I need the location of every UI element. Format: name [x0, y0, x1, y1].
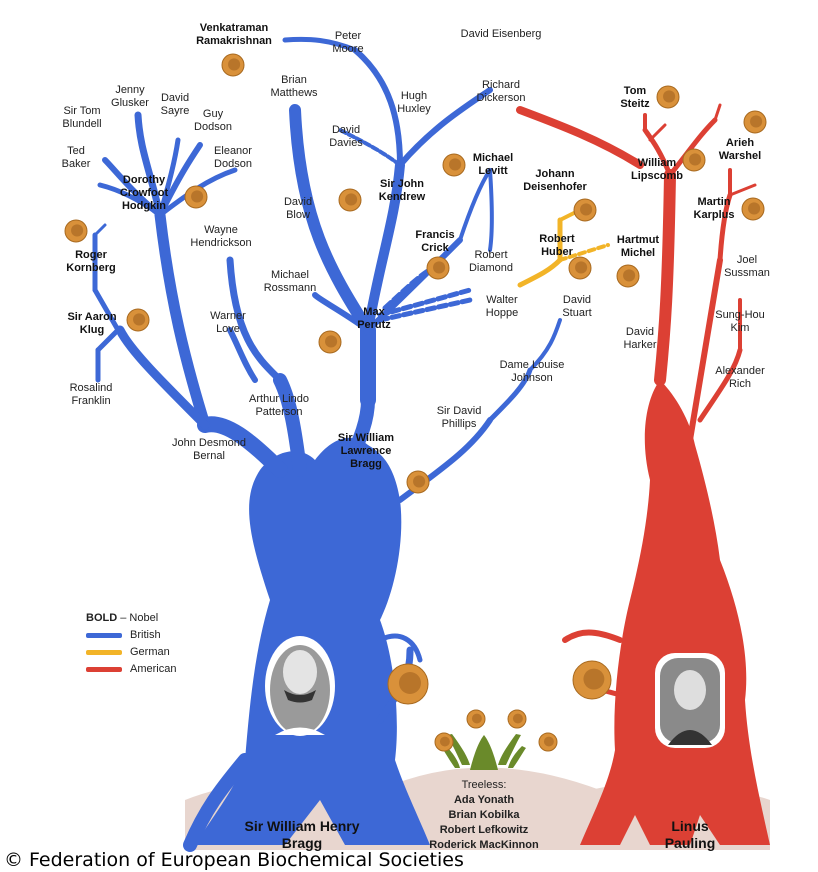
medal-icon — [656, 85, 680, 109]
medal-icon — [682, 148, 706, 172]
medal-icon — [741, 197, 765, 221]
person-stuart: David Stuart — [562, 294, 592, 319]
person-harker: David Harker — [623, 326, 657, 351]
medal-icon — [406, 470, 430, 494]
medal-icon — [538, 732, 558, 752]
legend-label-american: American — [130, 663, 177, 675]
treeless-list: Treeless: Ada Yonath Brian Kobilka Rober… — [429, 778, 538, 853]
person-crick: Francis Crick — [415, 229, 455, 254]
legend: BOLD – Nobel British German American — [86, 610, 176, 678]
person-warshel: Arieh Warshel — [718, 137, 762, 162]
legend-item-american: American — [86, 661, 176, 678]
person-kim: Sung-Hou Kim — [715, 309, 765, 334]
root-label-linus-pauling: Linus Pauling — [664, 818, 716, 851]
medal-icon — [572, 660, 612, 700]
medal-icon — [434, 732, 454, 752]
copyright-notice: © Federation of European Biochemical Soc… — [4, 849, 464, 871]
person-hodgkin: Dorothy Crowfoot Hodgkin — [119, 174, 169, 212]
person-matthews: Brian Matthews — [270, 74, 318, 99]
medal-icon — [568, 256, 592, 280]
legend-bold-note: BOLD – Nobel — [86, 610, 176, 627]
person-hoppe: Walter Hoppe — [485, 294, 519, 319]
portrait-wh-bragg — [265, 636, 335, 736]
person-diamond: Robert Diamond — [468, 249, 514, 274]
medal-icon — [426, 256, 450, 280]
legend-label-british: British — [130, 629, 161, 641]
person-dickerson: Richard Dickerson — [476, 79, 526, 104]
person-ramakrishnan: Venkatraman Ramakrishnan — [196, 22, 272, 47]
person-wl_bragg: Sir William Lawrence Bragg — [337, 432, 395, 470]
person-kornberg: Roger Kornberg — [66, 249, 116, 274]
person-johnson: Dame Louise Johnson — [499, 359, 565, 384]
person-lipscomb: William Lipscomb — [631, 157, 683, 182]
person-blow: David Blow — [283, 196, 313, 221]
legend-bold-desc: – Nobel — [117, 612, 159, 624]
person-franklin: Rosalind Franklin — [69, 382, 113, 407]
portrait-pauling — [655, 653, 725, 748]
medal-icon — [64, 219, 88, 243]
person-dodson_e: Eleanor Dodson — [214, 145, 252, 170]
treeless-heading: Treeless: — [461, 779, 507, 791]
medal-icon — [318, 330, 342, 354]
medal-icon — [126, 308, 150, 332]
person-kendrew: Sir John Kendrew — [378, 178, 426, 203]
medal-icon — [221, 53, 245, 77]
person-moore: Peter Moore — [332, 30, 364, 55]
person-levitt: Michael Levitt — [472, 152, 514, 177]
person-michel: Hartmut Michel — [616, 234, 660, 259]
person-huber: Robert Huber — [539, 233, 575, 258]
medal-icon — [387, 663, 429, 705]
person-eisenberg: David Eisenberg — [460, 28, 542, 40]
person-blundell: Sir Tom Blundell — [62, 105, 102, 130]
nobel-medals — [64, 53, 767, 752]
medal-icon — [466, 709, 486, 729]
person-dodson_g: Guy Dodson — [194, 108, 232, 133]
person-sussman: Joel Sussman — [724, 254, 770, 279]
person-davies: David Davies — [329, 124, 363, 149]
legend-swatch-german — [86, 650, 122, 655]
legend-label-german: German — [130, 646, 170, 658]
person-huxley: Hugh Huxley — [397, 90, 431, 115]
person-perutz: Max Perutz — [357, 306, 391, 331]
person-karplus: Martin Karplus — [693, 196, 735, 221]
medal-icon — [442, 153, 466, 177]
person-patterson: Arthur Lindo Patterson — [249, 393, 309, 418]
person-steitz: Tom Steitz — [620, 85, 650, 110]
treeless-name: Brian Kobilka — [448, 809, 520, 821]
person-phillips: Sir David Phillips — [436, 405, 482, 430]
treeless-name: Roderick MacKinnon — [429, 839, 539, 851]
treeless-name: Ada Yonath — [453, 794, 515, 806]
person-klug: Sir Aaron Klug — [67, 311, 117, 336]
legend-item-german: German — [86, 644, 176, 661]
person-rich: Alexander Rich — [715, 365, 765, 390]
person-glusker: Jenny Glusker — [111, 84, 149, 109]
legend-swatch-british — [86, 633, 122, 638]
person-hendrickson: Wayne Hendrickson — [190, 224, 252, 249]
person-baker: Ted Baker — [61, 145, 91, 170]
legend-swatch-american — [86, 667, 122, 672]
person-deisenhofer: Johann Deisenhofer — [523, 168, 587, 193]
person-sayre: David Sayre — [160, 92, 190, 117]
medal-icon — [338, 188, 362, 212]
treeless-plant — [442, 734, 526, 770]
medal-icon — [616, 264, 640, 288]
person-bernal: John Desmond Bernal — [172, 437, 246, 462]
legend-item-british: British — [86, 627, 176, 644]
legend-bold-word: BOLD — [86, 612, 118, 624]
medal-icon — [573, 198, 597, 222]
medal-icon — [743, 110, 767, 134]
medal-icon — [507, 709, 527, 729]
treeless-name: Robert Lefkowitz — [439, 824, 529, 836]
medal-icon — [184, 185, 208, 209]
person-rossmann: Michael Rossmann — [263, 269, 317, 294]
person-love: Warner Love — [210, 310, 246, 335]
root-label-william-henry-bragg: Sir William Henry Bragg — [244, 818, 360, 851]
